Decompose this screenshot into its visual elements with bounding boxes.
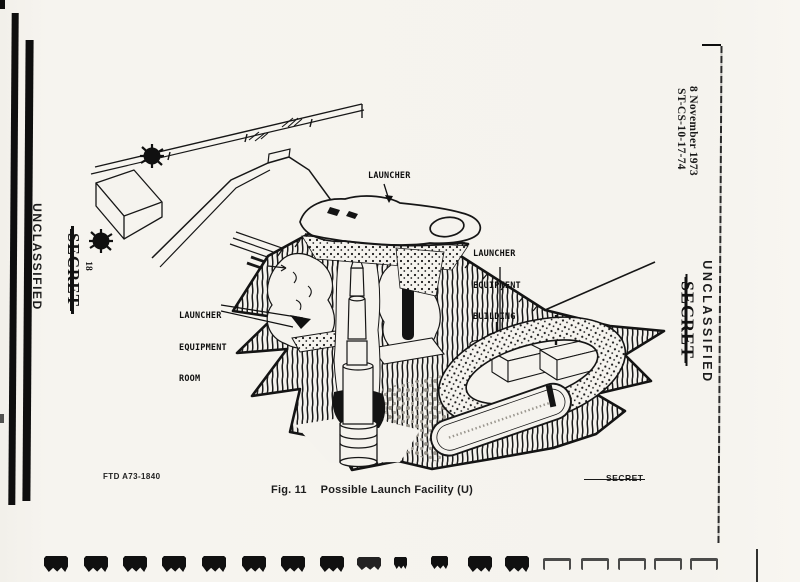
stamp-secret-right: SECRET — [677, 280, 698, 360]
binding-mark — [618, 558, 646, 570]
concrete-patch — [395, 247, 445, 297]
figure-label: Fig. 11 — [271, 484, 307, 496]
stamp-unclassified-right: UNCLASSIFIED — [700, 260, 714, 384]
doc-date: 8 November 1973 — [687, 86, 699, 176]
road-strip — [90, 103, 365, 175]
stamp-unclassified-left: UNCLASSIFIED — [30, 203, 44, 311]
ground-line — [544, 261, 656, 311]
binding-mark — [44, 556, 68, 572]
binding-mark — [162, 556, 186, 572]
stamp-secret-left: SECRET — [64, 232, 83, 308]
equipment-building-structure — [437, 315, 627, 428]
corner-mark — [0, 0, 5, 9]
binding-mark — [320, 556, 344, 572]
top-tick — [702, 44, 721, 47]
binding-mark — [468, 556, 492, 572]
callout-launcher: LAUNCHER — [368, 171, 411, 181]
launcher-platform — [299, 195, 482, 247]
figure-caption: Fig. 11 Possible Launch Facility (U) — [271, 484, 473, 496]
doc-ref: ST-CS-10-17-74 — [675, 88, 687, 170]
tree-icon — [140, 144, 164, 168]
bottom-edge-line — [756, 549, 758, 582]
binding-mark — [123, 556, 147, 572]
callout-equipment-room: LAUNCHER EQUIPMENT ROOM — [179, 311, 227, 384]
missile — [342, 247, 374, 425]
stamp-secret-bottom: SECRET — [583, 473, 647, 483]
binding-mark — [281, 556, 305, 572]
binding-mark — [581, 558, 609, 570]
binding-mark — [394, 557, 407, 569]
callout-equipment-building: LAUNCHER EQUIPMENT BUILDING — [473, 249, 521, 322]
binding-mark — [357, 557, 381, 570]
figure-title: Possible Launch Facility (U) — [320, 484, 473, 496]
binding-mark — [505, 556, 529, 572]
elevated-ramp-block — [95, 169, 163, 240]
dark-post — [545, 384, 557, 408]
edge-tick — [0, 414, 4, 423]
silo-hatch-opening — [429, 216, 465, 238]
missile-silo — [332, 247, 386, 468]
page-number: 18 — [83, 261, 93, 271]
grass-ticks — [276, 239, 539, 312]
binding-mark — [202, 556, 226, 572]
binding-mark — [690, 558, 718, 570]
binding-mark — [242, 556, 266, 572]
binding-mark — [84, 556, 108, 572]
callout-leaders — [220, 183, 501, 330]
drawing-number: FTD A73-1840 — [103, 472, 161, 481]
tunnel-capsule — [429, 382, 572, 457]
binding-mark — [431, 556, 448, 569]
binding-mark — [654, 558, 682, 570]
binding-mark — [543, 558, 571, 570]
tree-icon — [89, 229, 113, 253]
